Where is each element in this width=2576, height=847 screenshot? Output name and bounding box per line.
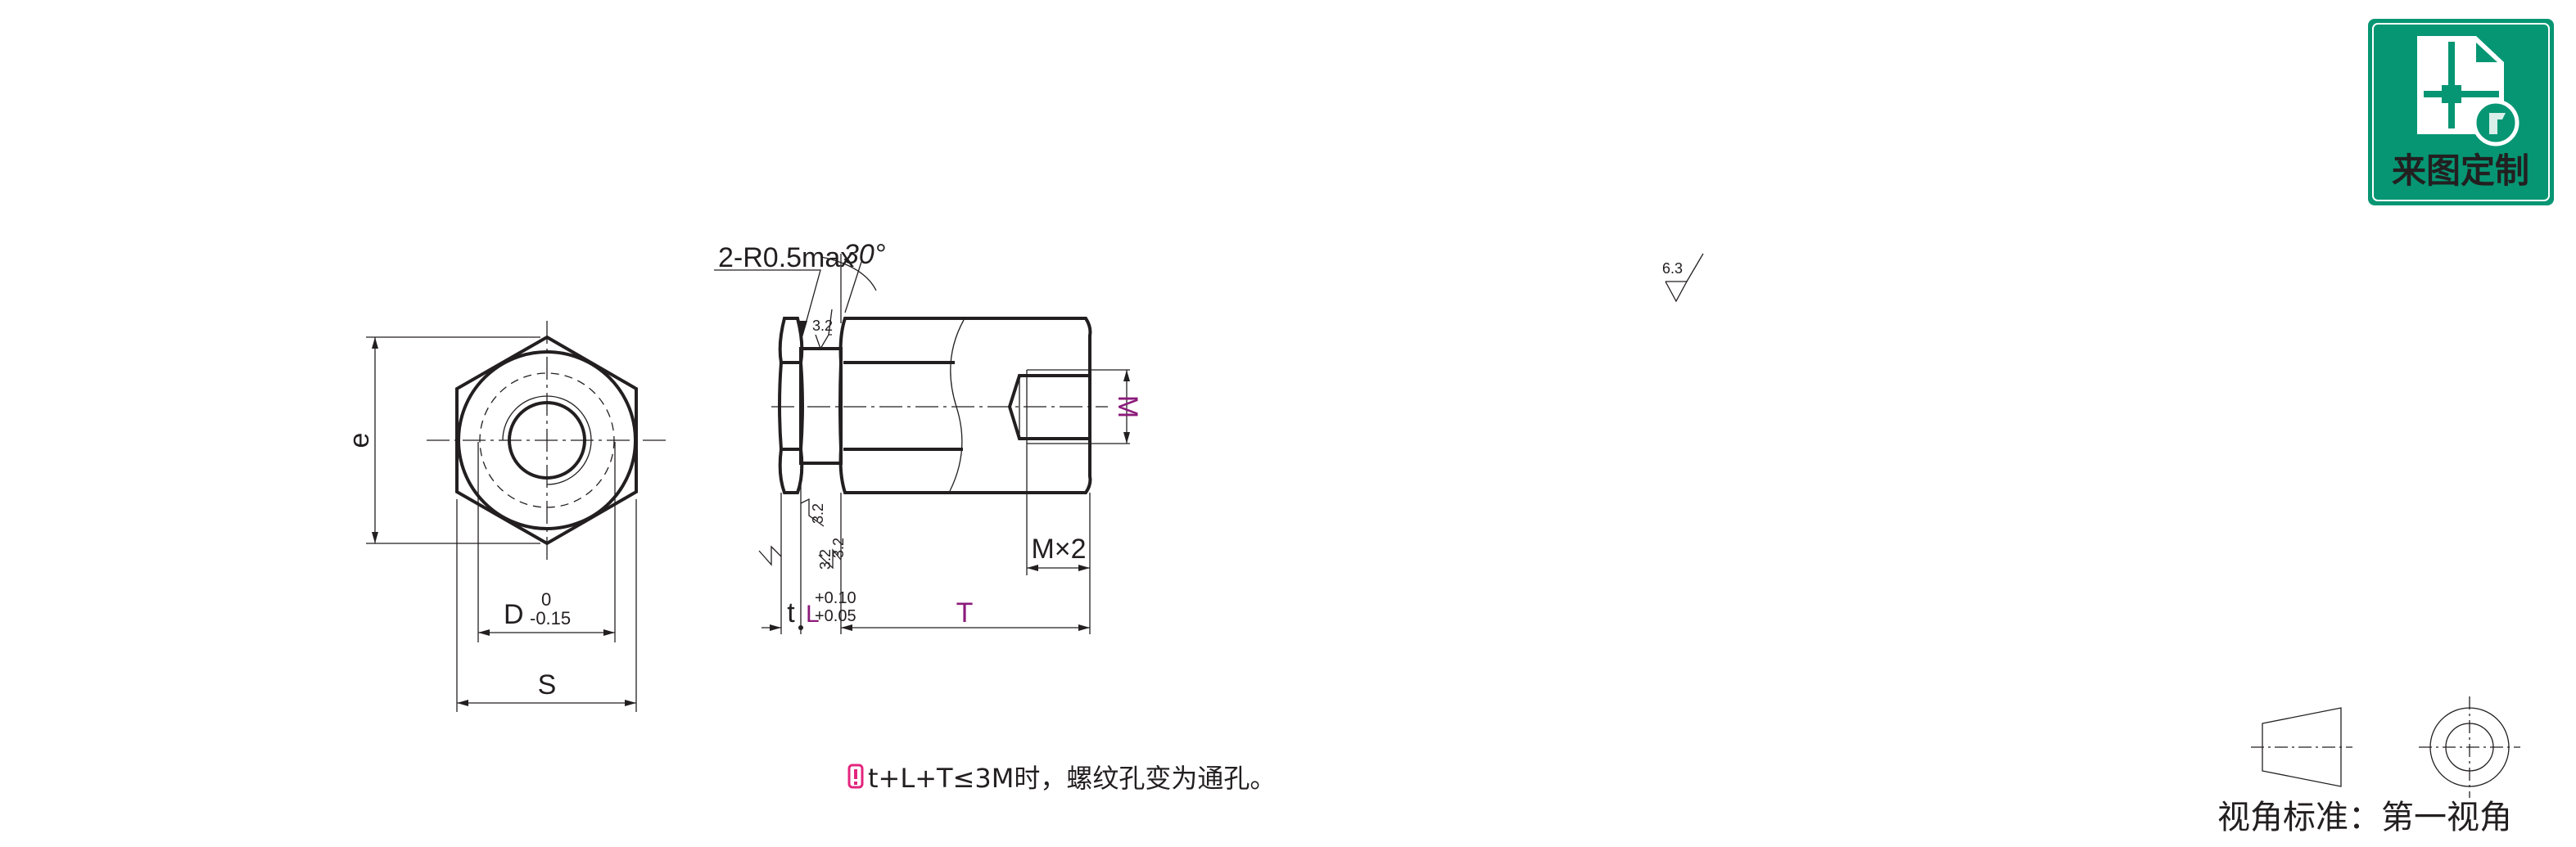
side-view: M M×2 t L +0.10 +0.05 T 2-R0.5max 30° 3.…: [714, 239, 1143, 634]
note-text: t+L+T≤3M时，螺纹孔变为通孔。: [868, 763, 1276, 794]
dim-T: T: [956, 597, 974, 628]
roughness-mark: 3.2: [817, 548, 842, 570]
dim-d-tol-upper: 0: [541, 589, 551, 610]
dim-l-tol-upper: +0.10: [815, 589, 856, 607]
roughness-mark: 3.2: [758, 538, 847, 566]
dim-s: S: [538, 669, 557, 701]
roughness-mark: 3.2: [800, 498, 826, 527]
dim-d: D: [504, 599, 524, 630]
svg-text:3.2: 3.2: [830, 538, 847, 558]
end-view: e D 0 -0.15 S: [344, 321, 667, 712]
custom-drawing-badge[interactable]: 来图定制: [2368, 19, 2554, 205]
angle-label: 30°: [843, 239, 885, 270]
svg-text:3.2: 3.2: [810, 503, 826, 524]
badge-label: 来图定制: [2392, 151, 2529, 191]
projection-label: 视角标准：第一视角: [2217, 799, 2512, 836]
document-icon: [2417, 36, 2520, 146]
projection-symbol: 视角标准：第一视角: [2217, 696, 2520, 836]
dim-e: e: [344, 433, 375, 448]
dim-l-tol-lower: +0.05: [815, 607, 856, 625]
dim-t: t: [787, 597, 795, 628]
exclamation-icon: [847, 764, 864, 789]
dim-d-tol-lower: -0.15: [530, 608, 571, 628]
svg-text:3.2: 3.2: [817, 549, 834, 570]
dim-l: L: [806, 601, 820, 628]
note: t+L+T≤3M时，螺纹孔变为通孔。: [847, 763, 1276, 794]
svg-text:3.2: 3.2: [812, 318, 833, 334]
roughness-mark: 3.2: [812, 309, 833, 350]
dim-m: M: [1112, 395, 1143, 418]
svg-text:6.3: 6.3: [1662, 260, 1683, 277]
general-roughness: 6.3: [1662, 253, 1704, 303]
radius-note: 2-R0.5max: [718, 242, 854, 273]
dim-m2: M×2: [1031, 534, 1086, 565]
